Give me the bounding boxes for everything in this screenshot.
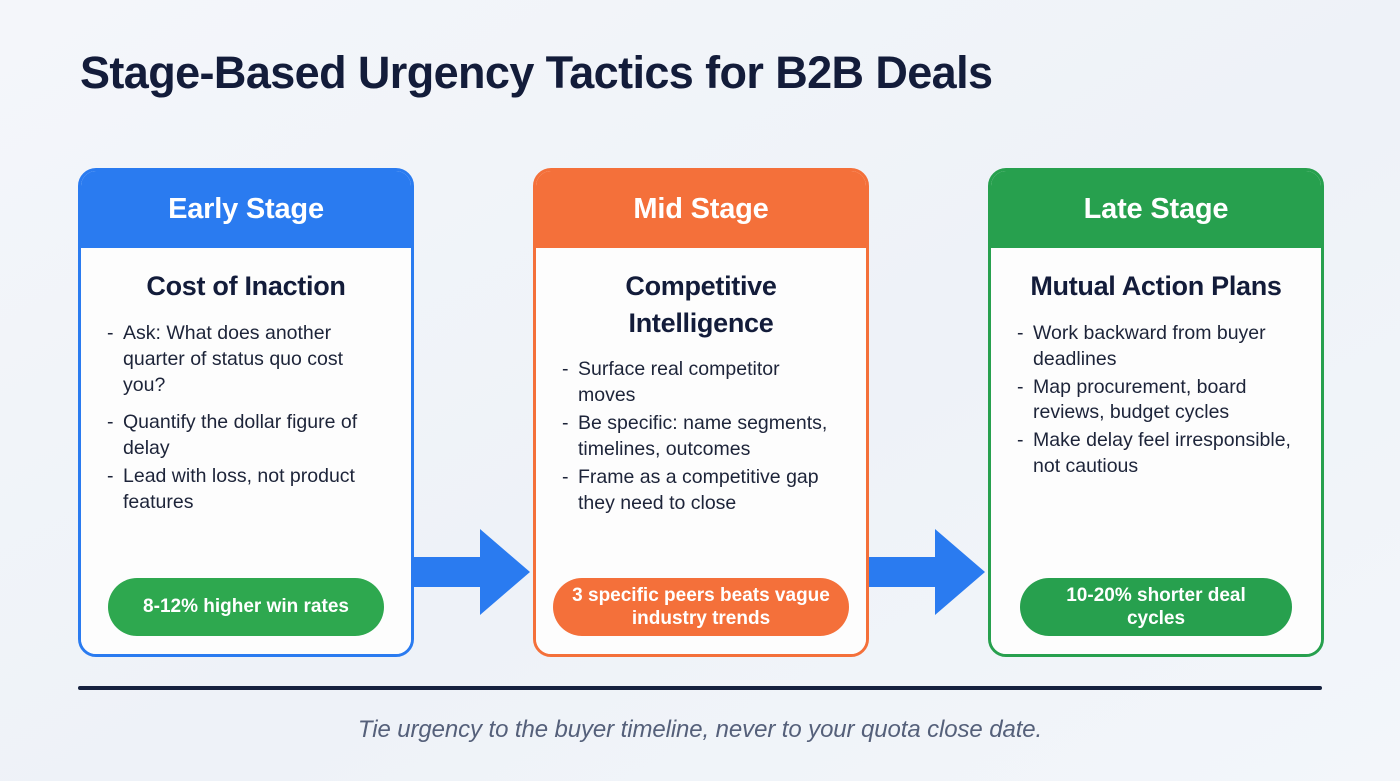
stage-card-body-mid: Competitive Intelligence - Surface real …	[536, 248, 866, 654]
bullet-dash-icon: -	[1017, 375, 1024, 398]
tactic-list-early: - Ask: What does another quarter of stat…	[99, 321, 393, 528]
tactic-item: - Lead with loss, not product features	[107, 464, 385, 516]
tactic-text: Map procurement, board reviews, budget c…	[1033, 375, 1247, 424]
tactic-text: Lead with loss, not product features	[123, 465, 355, 514]
stage-card-late[interactable]: Late Stage Mutual Action Plans - Work ba…	[988, 168, 1324, 657]
stage-card-mid[interactable]: Mid Stage Competitive Intelligence - Sur…	[533, 168, 869, 657]
tactic-item: - Ask: What does another quarter of stat…	[107, 321, 385, 399]
stage-card-body-late: Mutual Action Plans - Work backward from…	[991, 248, 1321, 654]
bullet-dash-icon: -	[1017, 429, 1024, 452]
stage-label-mid: Mid Stage	[633, 193, 769, 225]
tactic-text: Quantify the dollar figure of delay	[123, 411, 358, 460]
tactic-text: Be specific: name segments, timelines, o…	[578, 412, 828, 461]
tactic-list-mid: - Surface real competitor moves - Be spe…	[554, 357, 848, 519]
stage-cards-row: Early Stage Cost of Inaction - Ask: What…	[0, 168, 1400, 660]
tactic-item: - Surface real competitor moves	[562, 357, 840, 409]
footer-note: Tie urgency to the buyer timeline, never…	[357, 716, 1043, 743]
bullet-dash-icon: -	[107, 321, 114, 344]
bullet-dash-icon: -	[562, 466, 569, 489]
tactic-item: - Work backward from buyer deadlines	[1017, 321, 1295, 373]
stage-label-early: Early Stage	[168, 193, 324, 225]
stat-badge-early: 8-12% higher win rates	[108, 578, 384, 636]
stage-card-header-late: Late Stage	[991, 171, 1321, 248]
tactic-text: Make delay feel irresponsible, not cauti…	[1033, 429, 1291, 478]
footer-divider	[78, 686, 1322, 690]
bullet-dash-icon: -	[562, 412, 569, 435]
tactic-text: Work backward from buyer deadlines	[1033, 321, 1266, 370]
tactic-text: Ask: What does another quarter of status…	[123, 321, 344, 396]
stat-badge-late: 10-20% shorter deal cycles	[1020, 578, 1292, 636]
tactic-text: Surface real competitor moves	[578, 358, 780, 407]
stage-card-body-early: Cost of Inaction - Ask: What does anothe…	[81, 248, 411, 654]
tactic-text: Frame as a competitive gap they need to …	[578, 466, 819, 515]
bullet-dash-icon: -	[107, 465, 114, 488]
tactic-item: - Map procurement, board reviews, budget…	[1017, 375, 1295, 427]
stage-card-header-mid: Mid Stage	[536, 171, 866, 248]
tactic-item: - Make delay feel irresponsible, not cau…	[1017, 428, 1295, 480]
stage-heading-mid: Competitive Intelligence	[625, 271, 777, 338]
tactic-item: - Quantify the dollar figure of delay	[107, 410, 385, 462]
stage-card-header-early: Early Stage	[81, 171, 411, 248]
tactic-item: - Be specific: name segments, timelines,…	[562, 411, 840, 463]
stage-heading-late: Mutual Action Plans	[1030, 271, 1282, 301]
arrow-right-icon	[869, 529, 985, 615]
bullet-dash-icon: -	[1017, 321, 1024, 344]
tactic-list-late: - Work backward from buyer deadlines - M…	[1009, 321, 1303, 483]
stage-label-late: Late Stage	[1083, 193, 1229, 225]
arrow-right-icon	[414, 529, 530, 615]
page-title: Stage-Based Urgency Tactics for B2B Deal…	[80, 47, 993, 98]
bullet-dash-icon: -	[562, 358, 569, 381]
tactic-item: - Frame as a competitive gap they need t…	[562, 465, 840, 517]
stage-heading-early: Cost of Inaction	[146, 271, 346, 301]
stage-card-early[interactable]: Early Stage Cost of Inaction - Ask: What…	[78, 168, 414, 657]
bullet-dash-icon: -	[107, 411, 114, 434]
stat-badge-mid: 3 specific peers beats vague industry tr…	[553, 578, 849, 636]
